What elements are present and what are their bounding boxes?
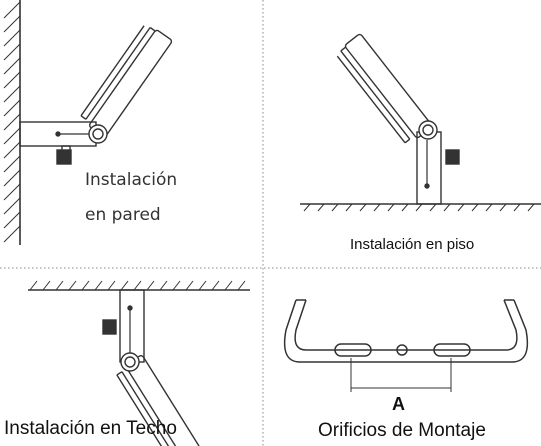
mounting-slot-left: [334, 343, 372, 357]
mounting-bracket-figure: [283, 299, 529, 392]
wall-mount-figure: [3, 0, 173, 245]
ceiling-install-label: Instalación en Techo: [4, 418, 177, 439]
floor-hatching: [303, 203, 535, 212]
ceiling-mount-figure: [28, 280, 250, 446]
mounting-slot-right: [433, 343, 471, 357]
ceiling-hatching: [29, 280, 246, 291]
floor-install-label: Instalación en piso: [350, 236, 475, 253]
wall-install-label-line2: en pared: [85, 205, 161, 225]
wall-hatching: [3, 1, 21, 243]
dimension-a-label: A: [392, 394, 405, 414]
wall-install-label-line1: Instalación: [85, 170, 178, 190]
center-hole: [396, 344, 408, 356]
mounting-holes-label: Orificios de Montaje: [318, 420, 486, 441]
floor-mount-figure: [300, 33, 541, 212]
